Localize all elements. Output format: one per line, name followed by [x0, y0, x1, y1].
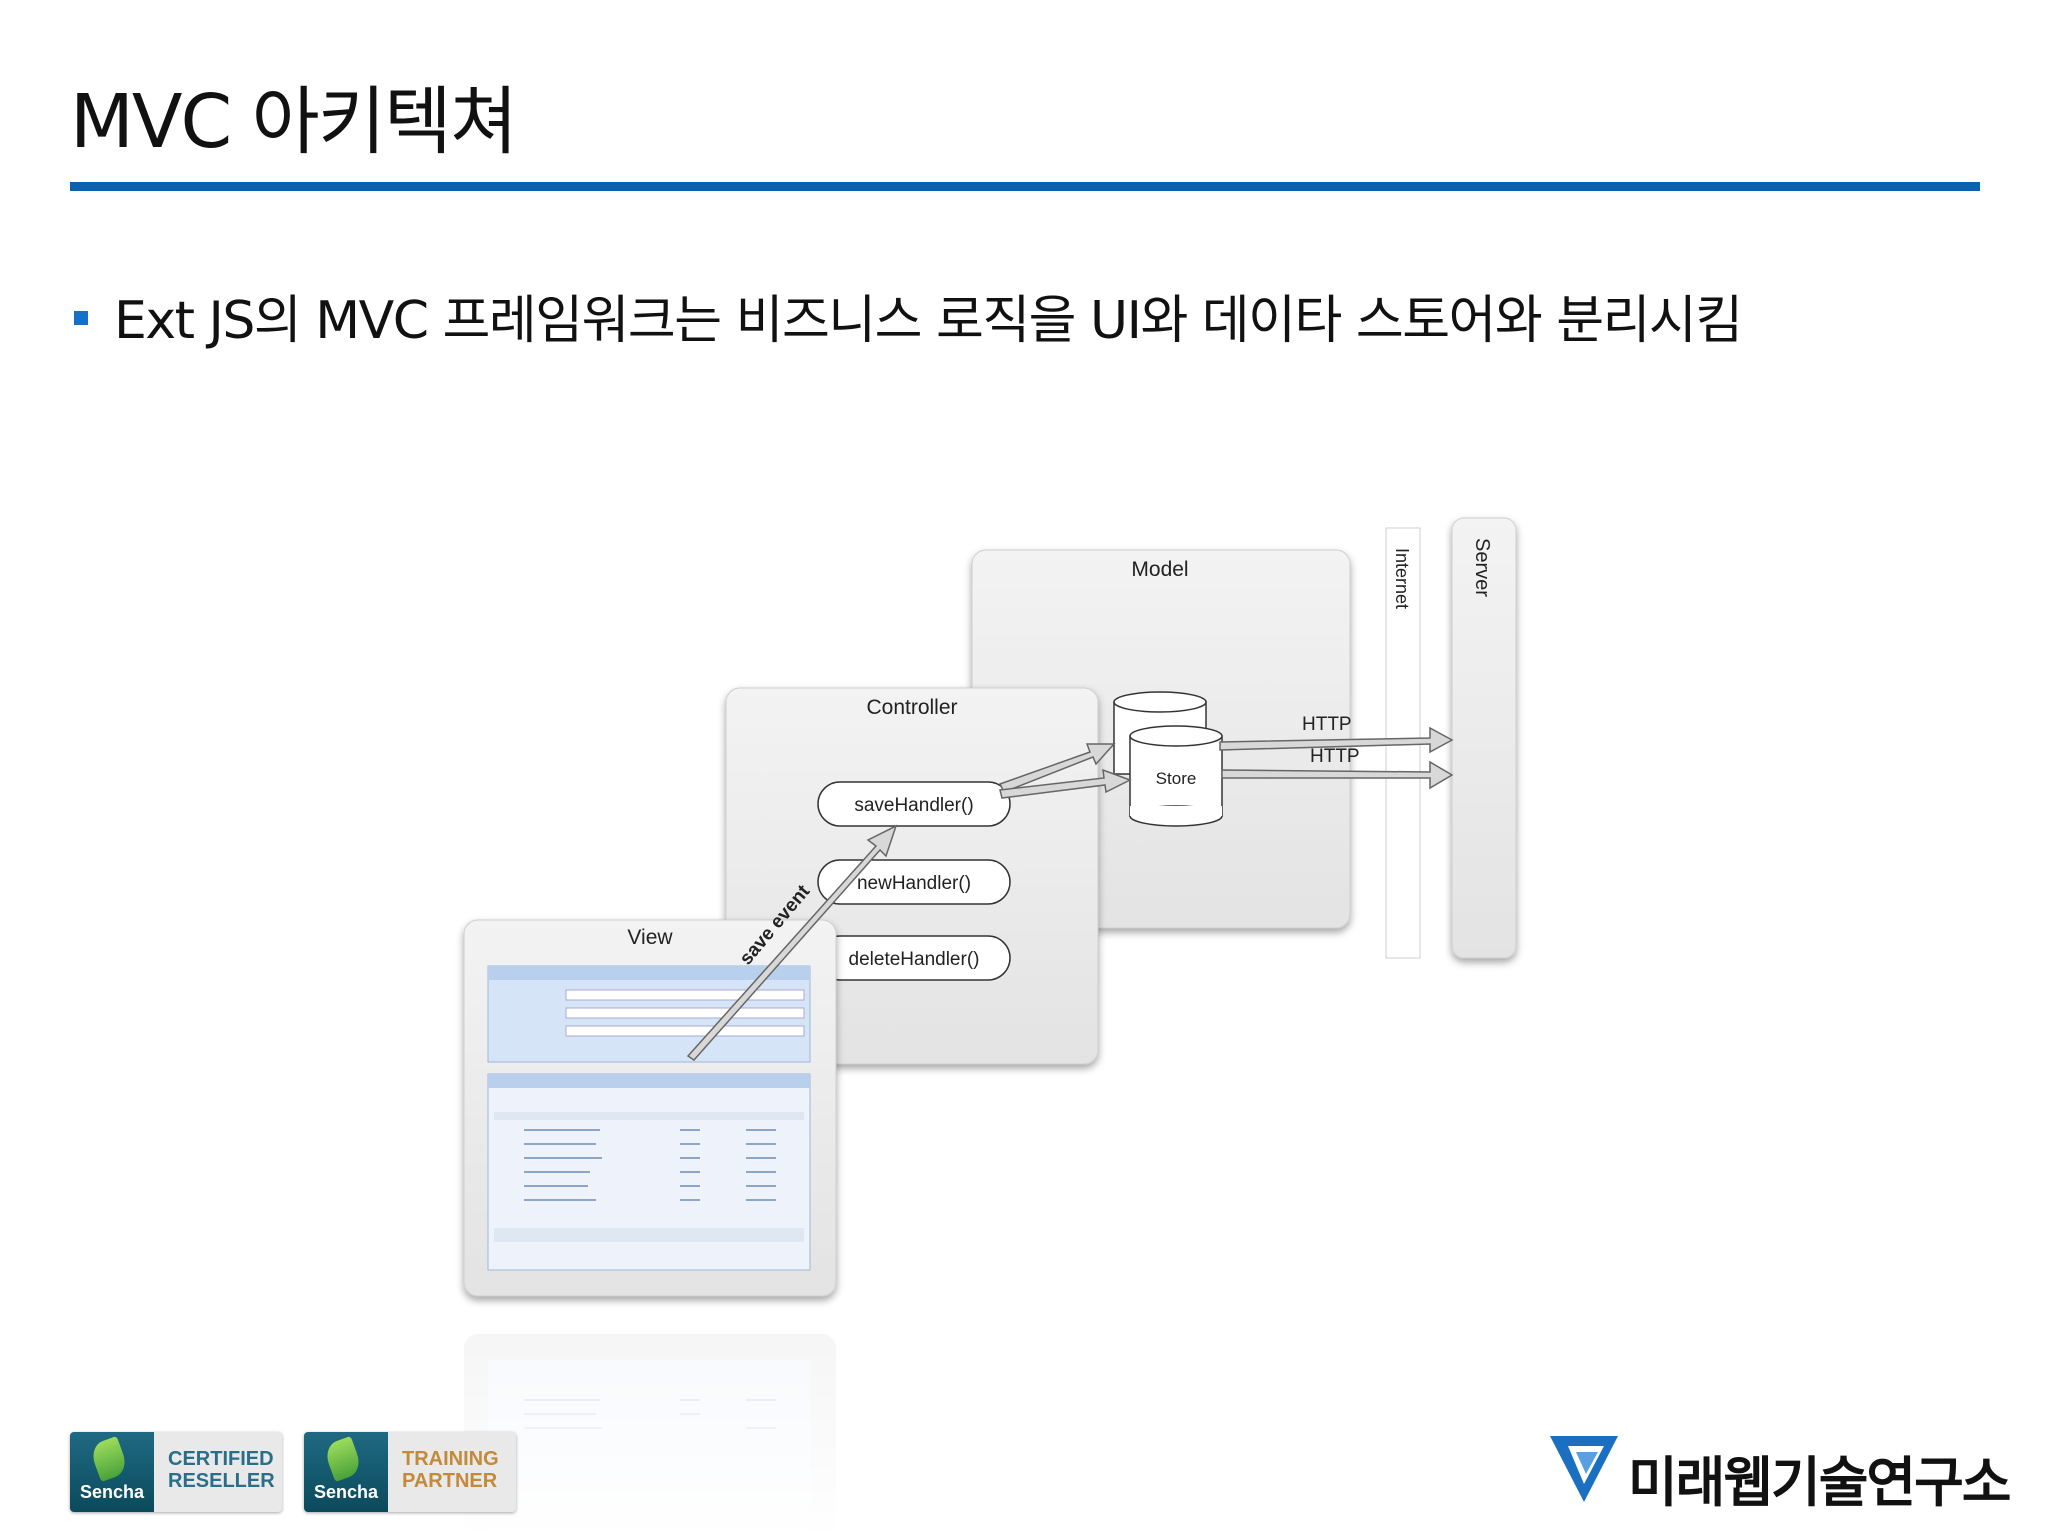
company-name: 미래웹기술연구소 [1628, 1450, 2011, 1514]
internet-label: Internet [1392, 548, 1412, 609]
view-form-thumbnail [487, 965, 811, 1271]
server-bar [1451, 517, 1517, 959]
handler-store-arrows [998, 743, 1132, 799]
save-handler-label: saveHandler() [854, 795, 973, 816]
store-label: Store [1156, 769, 1197, 788]
training-line: TRAINING [402, 1448, 499, 1470]
reseller-line: RESELLER [168, 1470, 275, 1492]
title-rule [70, 182, 1980, 191]
bullet-text: Ext JS의 MVC 프레임워크는 비즈니스 로직을 UI와 데이타 스토어와… [114, 291, 1743, 351]
bullet-square-icon [74, 311, 88, 325]
sencha-training-partner-logo: Sencha TRAINING PARTNER [304, 1432, 516, 1512]
save-event-arrow [686, 824, 898, 1061]
http-label-2: HTTP [1310, 746, 1360, 767]
sencha-leaf-icon [88, 1436, 130, 1482]
sencha-certified-reseller-logo: Sencha CERTIFIED RESELLER [70, 1432, 282, 1512]
certified-reseller-text: CERTIFIED RESELLER [168, 1448, 275, 1492]
http-label-1: HTTP [1302, 714, 1352, 735]
view-label: View [627, 926, 673, 949]
server-label: Server [1471, 538, 1493, 597]
sencha-brand-block: Sencha [70, 1432, 154, 1512]
new-handler-label: newHandler() [857, 873, 971, 894]
save-handler-pill [817, 781, 1011, 827]
sencha-leaf-icon [322, 1436, 364, 1482]
new-handler-pill [817, 859, 1011, 905]
sencha-brand-block: Sencha [304, 1432, 388, 1512]
store-cylinders [1113, 691, 1223, 827]
company-mark-icon [1550, 1436, 1618, 1502]
slide-title: MVC 아키텍쳐 [70, 79, 518, 165]
model-label: Model [1131, 558, 1188, 581]
controller-label: Controller [866, 696, 957, 719]
sencha-wordmark: Sencha [313, 1482, 379, 1502]
http-arrows [1219, 726, 1454, 790]
company-logo: 미래웹기술연구소 [1548, 1424, 2011, 1516]
certified-line: CERTIFIED [168, 1448, 274, 1470]
bullet-item: Ext JS의 MVC 프레임워크는 비즈니스 로직을 UI와 데이타 스토어와… [74, 278, 1743, 353]
sencha-wordmark: Sencha [79, 1482, 145, 1502]
training-partner-text: TRAINING PARTNER [402, 1448, 499, 1492]
delete-handler-label: deleteHandler() [849, 949, 980, 970]
partner-line: PARTNER [402, 1470, 498, 1492]
